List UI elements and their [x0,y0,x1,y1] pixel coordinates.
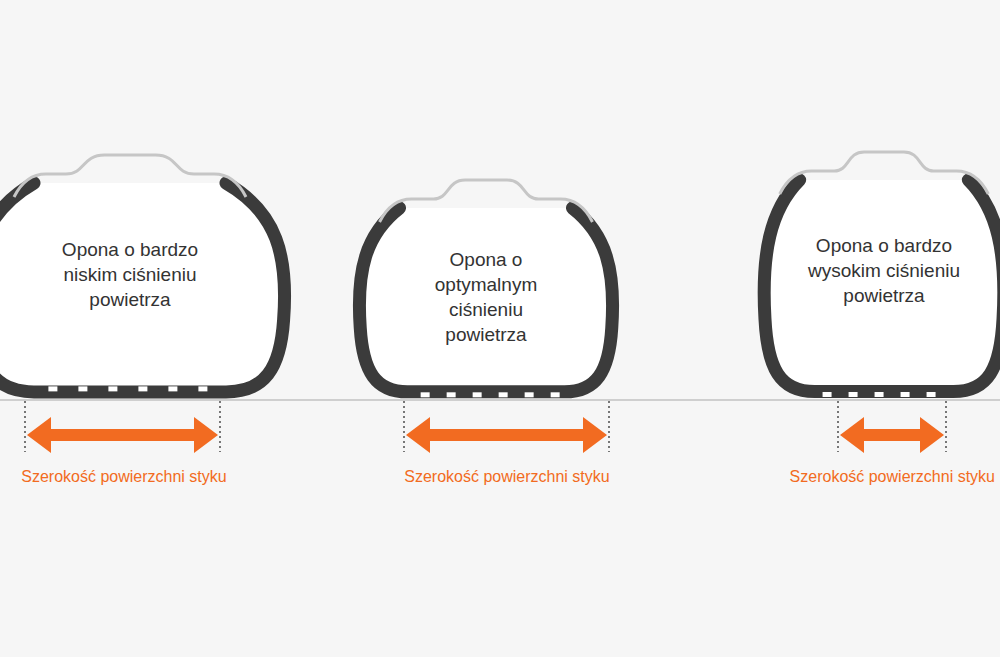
contact-width-label: Szerokość powierzchni styku [21,468,226,486]
tread-groove [138,386,147,391]
tire-carcass [0,183,285,392]
tire-carcass [764,180,1000,392]
tread-groove [875,392,884,397]
tire-caption: Opona o optymalnym ciśnieniu powietrza [421,247,551,347]
tire-section: Opona o bardzo wysokim ciśnieniu powietr… [760,150,1000,398]
wheel-rim [380,180,593,222]
tread-groove [901,392,910,397]
tread-groove [525,392,534,397]
contact-width-label: Szerokość powierzchni styku [790,468,995,486]
tire-caption-wrap: Opona o bardzo niskim ciśnieniu powietrz… [0,237,290,312]
tread-groove [421,392,430,397]
tire-interior [764,180,1000,392]
tread-groove [849,392,858,397]
contact-width-label: Szerokość powierzchni styku [404,468,609,486]
tread-groove [473,392,482,397]
tread-groove [499,392,508,397]
wheel-rim [780,152,989,194]
tire-caption: Opona o bardzo niskim ciśnieniu powietrz… [43,237,218,312]
tire-interior [0,183,285,392]
width-arrows [27,417,944,453]
tread-groove [447,392,456,397]
tire-caption: Opona o bardzo wysokim ciśnieniu powietr… [799,233,969,308]
tread-groove [78,386,87,391]
double-arrow [840,417,944,453]
tread-groove [551,392,560,397]
ground-line [0,399,1000,401]
tire-carcass [359,208,612,392]
tire-section: Opona o optymalnym ciśnieniu powietrza [355,178,617,398]
tread-groove [48,386,57,391]
tread-groove [198,386,207,391]
tire-interior [359,208,612,392]
tire-caption-wrap: Opona o optymalnym ciśnieniu powietrza [355,247,617,347]
tread-groove [108,386,117,391]
tread-groove [927,392,936,397]
wheel-rim [14,155,246,197]
double-arrow [27,417,218,453]
tread-groove [168,386,177,391]
tire-section: Opona o bardzo niskim ciśnieniu powietrz… [0,153,290,398]
dimension-guides [25,401,946,452]
double-arrow [406,417,607,453]
tread-groove [823,392,832,397]
tire-caption-wrap: Opona o bardzo wysokim ciśnieniu powietr… [760,233,1000,308]
